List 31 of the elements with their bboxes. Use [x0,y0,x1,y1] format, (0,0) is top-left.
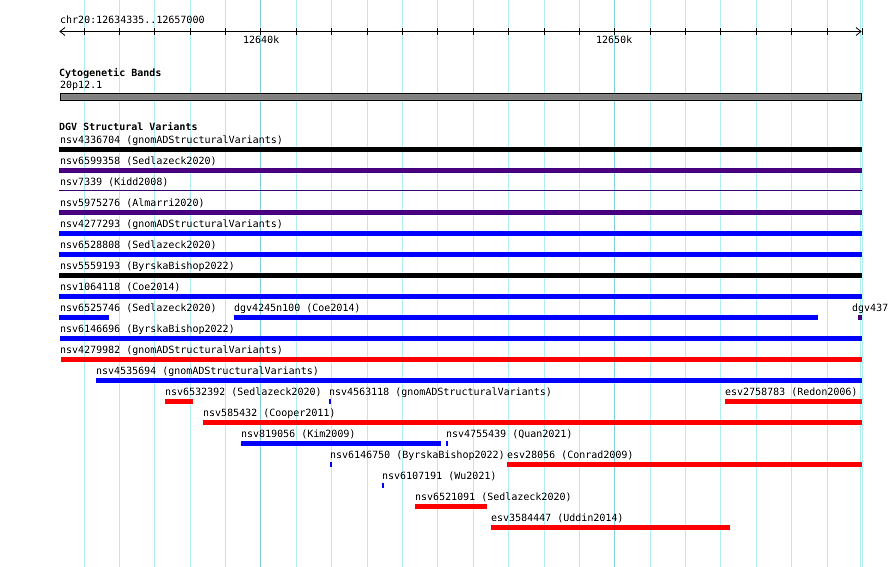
tick-label: 12650k [596,35,632,46]
variant-label: dgv4245n100 (Coe2014) [234,303,360,314]
variant-label: nsv7339 (Kidd2008) [60,177,168,188]
variant-label: nsv4279982 (gnomADStructuralVariants) [60,345,283,356]
variant-label: nsv4563118 (gnomADStructuralVariants) [329,387,552,398]
tick-label: 12640k [243,35,280,46]
variant-label: nsv6528808 (Sedlazeck2020) [60,240,217,251]
variant-label: nsv6146696 (ByrskaBishop2022) [60,324,235,335]
variant-label: nsv6146750 (ByrskaBishop2022) [330,450,505,461]
track-title: Cytogenetic Bands [59,68,162,79]
variant-label: nsv4277293 (gnomADStructuralVariants) [60,219,283,230]
variant-label: nsv6532392 (Sedlazeck2020) [165,387,322,398]
variant-label: esv3584447 (Uddin2014) [491,513,624,524]
variant-label: esv28056 (Conrad2009) [507,450,634,461]
variant-label: nsv4755439 (Quan2021) [446,429,572,440]
variant-label: dgv437 [852,303,888,314]
variant-label: nsv585432 (Cooper2011) [203,408,336,419]
variant-label: nsv6525746 (Sedlazeck2020) [60,303,217,314]
band-label: 20p12.1 [60,80,102,91]
variant-label: nsv5975276 (Almarri2020) [60,198,204,209]
track-title: DGV Structural Variants [59,122,198,133]
variant-label: nsv4535694 (gnomADStructuralVariants) [96,366,319,377]
variant-label: nsv5559193 (ByrskaBishop2022) [60,261,235,272]
variant-label: nsv1064118 (Coe2014) [60,282,180,293]
variant-label: nsv6599358 (Sedlazeck2020) [60,156,217,167]
coordinate-label: chr20:12634335..12657000 [60,15,204,26]
variant-label: nsv6107191 (Wu2021) [382,471,496,482]
variant-label: nsv4336704 (gnomADStructuralVariants) [60,135,283,146]
variant-label: esv2758783 (Redon2006) [725,387,858,398]
variant-label: nsv819056 (Kim2009) [241,429,356,440]
variant-label: nsv6521091 (Sedlazeck2020) [415,492,572,503]
